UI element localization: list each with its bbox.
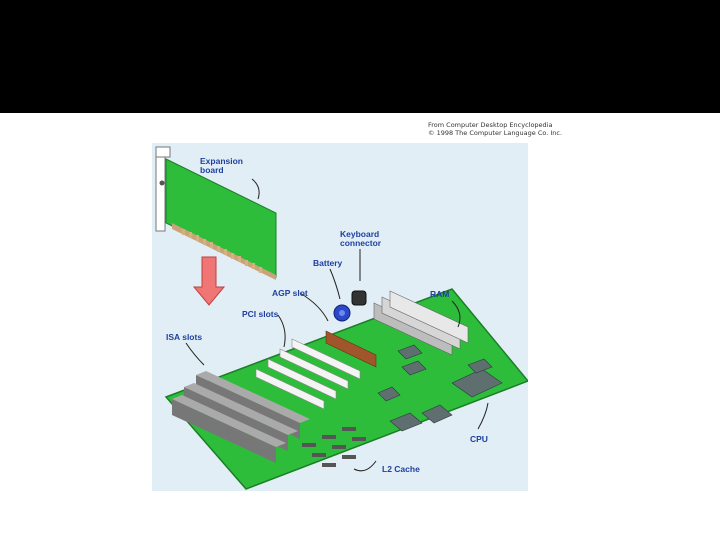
label-cpu: CPU xyxy=(470,434,488,444)
agp-slot-graphic xyxy=(325,330,377,368)
label-pci-slots: PCI slots xyxy=(242,309,279,319)
label-ram: RAM xyxy=(430,289,450,299)
motherboard-diagram: Expansion board Keyboard connector Batte… xyxy=(152,143,528,491)
label-isa-slots: ISA slots xyxy=(166,332,203,342)
credit-line-2: © 1998 The Computer Language Co. Inc. xyxy=(428,129,563,137)
credit-line-1: From Computer Desktop Encyclopedia xyxy=(428,121,553,129)
label-keyboard-connector: Keyboard connector xyxy=(340,230,381,248)
battery-graphic xyxy=(333,304,351,322)
keyboard-connector-graphic xyxy=(351,290,367,306)
board-chips-graphic xyxy=(377,344,503,432)
ram-graphic xyxy=(373,290,469,356)
isa-slots-graphic xyxy=(172,371,310,463)
motherboard-illustration xyxy=(152,143,528,491)
l2-cache-graphic xyxy=(302,427,366,467)
label-keyboard-line2: connector xyxy=(340,238,382,248)
label-expansion-board: Expansion board xyxy=(200,157,243,175)
expansion-board-graphic xyxy=(155,146,277,280)
leader-lines xyxy=(185,178,489,472)
label-keyboard-line1: Keyboard xyxy=(340,229,380,239)
insertion-arrow-icon xyxy=(192,256,226,306)
label-l2-cache: L2 Cache xyxy=(382,464,420,474)
pci-slots-graphic xyxy=(255,338,361,410)
copyright-credit: From Computer Desktop Encyclopedia © 199… xyxy=(428,121,562,137)
label-battery: Battery xyxy=(313,258,343,268)
label-agp-slot: AGP slot xyxy=(272,288,308,298)
label-expansion-line2: board xyxy=(200,165,224,175)
label-expansion-line1: Expansion xyxy=(200,156,243,166)
header-bar xyxy=(0,0,720,113)
